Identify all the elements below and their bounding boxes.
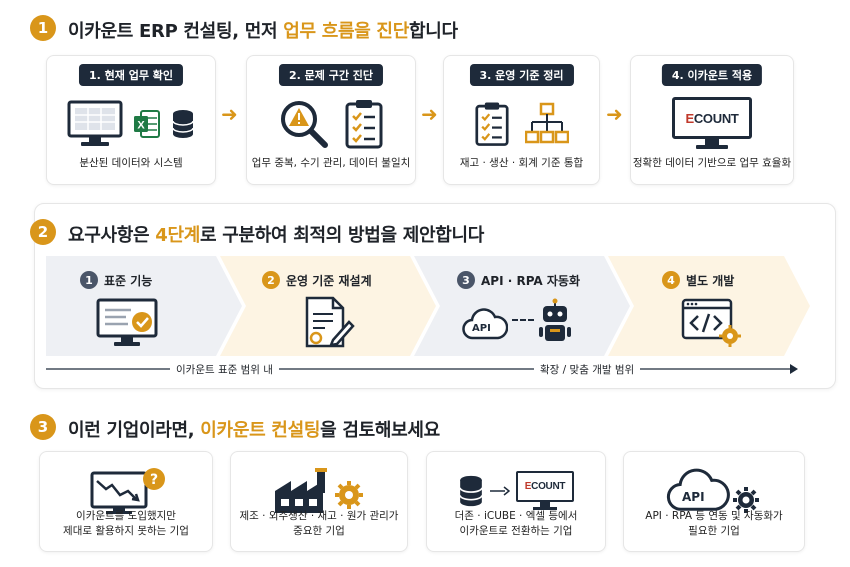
flow-arrow-icon: ➜ [221,102,238,126]
gear-icon [733,487,759,513]
target-card-caption: 더존 · iCUBE · 엑셀 등에서 이카운트로 전환하는 기업 [454,510,578,537]
section-1-title: 이카운트 ERP 컨설팅, 먼저 업무 흐름을 진단합니다 [68,17,458,43]
section-2-title-accent: 4단계 [155,225,201,246]
target-card-caption: API · RPA 등 연동 및 자동화가 필요한 기업 [645,510,783,537]
connection-line [512,319,534,321]
step-label-text: 운영 기준 재설계 [286,273,372,288]
svg-text:?: ? [150,472,158,488]
monitor-check-icon [96,298,158,346]
section-3-title-prefix: 이런 기업이라면, [68,420,201,441]
checklist-clipboard-icon [345,100,383,149]
step-card-caption: 정확한 데이터 기반으로 업무 효율화 [632,157,792,169]
step-card-caption: 분산된 데이터와 시스템 [79,157,183,169]
step-card-current-work: 1. 현재 업무 확인 X 분산된 데이터와 시스템 [46,55,216,185]
cloud-icon [666,468,730,511]
step-label-text: API · RPA 자동화 [481,273,580,288]
cloud-api-gear-icon: API [624,466,804,516]
step-1-label: 1 표준 기능 [80,271,152,289]
section-3-title-suffix: 을 검토해보세요 [320,420,440,441]
monitor-chart-question-icon: ? [90,468,165,514]
api-text: API [472,323,491,334]
section-1-title-accent: 업무 흐름을 진단 [283,21,409,42]
scope-label-extended: 확장 / 맞춤 개발 범위 [534,362,641,377]
section-2-number-badge: 2 [30,219,56,245]
section-1-title-suffix: 합니다 [408,21,458,42]
document-pen-icon [305,296,355,348]
step-card-label: 4. 이카운트 적용 [661,64,763,86]
step-card-label: 3. 운영 기준 정리 [469,64,574,86]
monitor-ecount-icon: ECOUNT [516,471,574,511]
flow-arrow-icon: ➜ [606,102,623,126]
step-card-caption: 재고 · 생산 · 회계 기준 통합 [459,157,584,169]
step-label-text: 표준 기능 [104,273,153,288]
section-2-title-prefix: 요구사항은 [68,225,156,246]
scope-arrow-line [46,364,798,374]
factory-gear-icon [275,468,363,513]
section-3-title: 이런 기업이라면, 이카운트 컨설팅을 검토해보세요 [68,416,440,442]
right-arrow-icon [490,486,510,496]
step-label-text: 별도 개발 [686,273,735,288]
target-card-underused: ? 이카운트를 도입했지만 제대로 활용하지 못하는 기업 [39,451,213,552]
step-number-badge: 1 [80,271,98,289]
section-3-number-badge: 3 [30,414,56,440]
step-card-label: 2. 문제 구간 진단 [278,64,384,86]
database-icon [172,110,194,138]
section-2-title-suffix: 로 구분하여 최적의 방법을 제안합니다 [200,225,485,246]
code-window-icon [681,298,741,347]
step-number-badge: 4 [662,271,680,289]
step-number-badge: 3 [457,271,475,289]
step-card-apply-ecount: 4. 이카운트 적용 ECOUNT 정확한 데이터 기반으로 업무 효율화 [630,55,794,185]
cloud-icon [462,308,508,340]
database-icon [459,475,483,507]
svg-text:X: X [137,120,145,132]
target-card-caption: 제조 · 외주생산 · 재고 · 원가 관리가 중요한 기업 [239,510,399,537]
section-1-number-badge: 1 [30,15,56,41]
excel-icon: X [134,110,160,138]
target-card-manufacturing: 제조 · 외주생산 · 재고 · 원가 관리가 중요한 기업 [230,451,408,552]
section-1-title-prefix: 이카운트 ERP 컨설팅, 먼저 [68,21,284,42]
step-card-standards: 3. 운영 기준 정리 재고 · 생산 · 회계 기준 통합 [443,55,600,185]
database-to-ecount-icon: ECOUNT [427,466,605,516]
step-card-diagnose: 2. 문제 구간 진단 업무 중복, 수기 관리, 데이터 불일치 [246,55,416,185]
section-2-title: 요구사항은 4단계로 구분하여 최적의 방법을 제안합니다 [68,221,484,247]
target-card-migration: ECOUNT 더존 · iCUBE · 엑셀 등에서 이카운트로 전환하는 기업 [426,451,606,552]
step-card-label: 1. 현재 업무 확인 [78,64,184,86]
ecount-logo: ECOUNT [524,481,566,492]
step-2-label: 2 운영 기준 재설계 [262,271,372,289]
target-card-caption: 이카운트를 도입했지만 제대로 활용하지 못하는 기업 [63,510,189,537]
step-3-label: 3 API · RPA 자동화 [457,271,580,289]
cloud-api-robot-icon: API [462,298,574,348]
target-card-automation: API API · RPA 등 연동 및 자동화가 필요한 기업 [623,451,805,552]
scope-label-standard: 이카운트 표준 범위 내 [170,362,279,377]
magnifier-warning-icon [281,101,328,148]
ecount-logo: ECOUNT [685,110,739,126]
checklist-clipboard-icon [474,102,509,146]
step-card-caption: 업무 중복, 수기 관리, 데이터 불일치 [251,157,411,169]
monitor-spreadsheet-icon [67,100,123,146]
monitor-ecount-icon: ECOUNT [672,97,752,151]
section-3-title-accent: 이카운트 컨설팅 [200,420,321,441]
step-number-badge: 2 [262,271,280,289]
api-text: API [682,490,705,504]
step-4-label: 4 별도 개발 [662,271,734,289]
org-chart-icon [524,102,569,144]
robot-icon [539,298,571,341]
flow-arrow-icon: ➜ [421,102,438,126]
